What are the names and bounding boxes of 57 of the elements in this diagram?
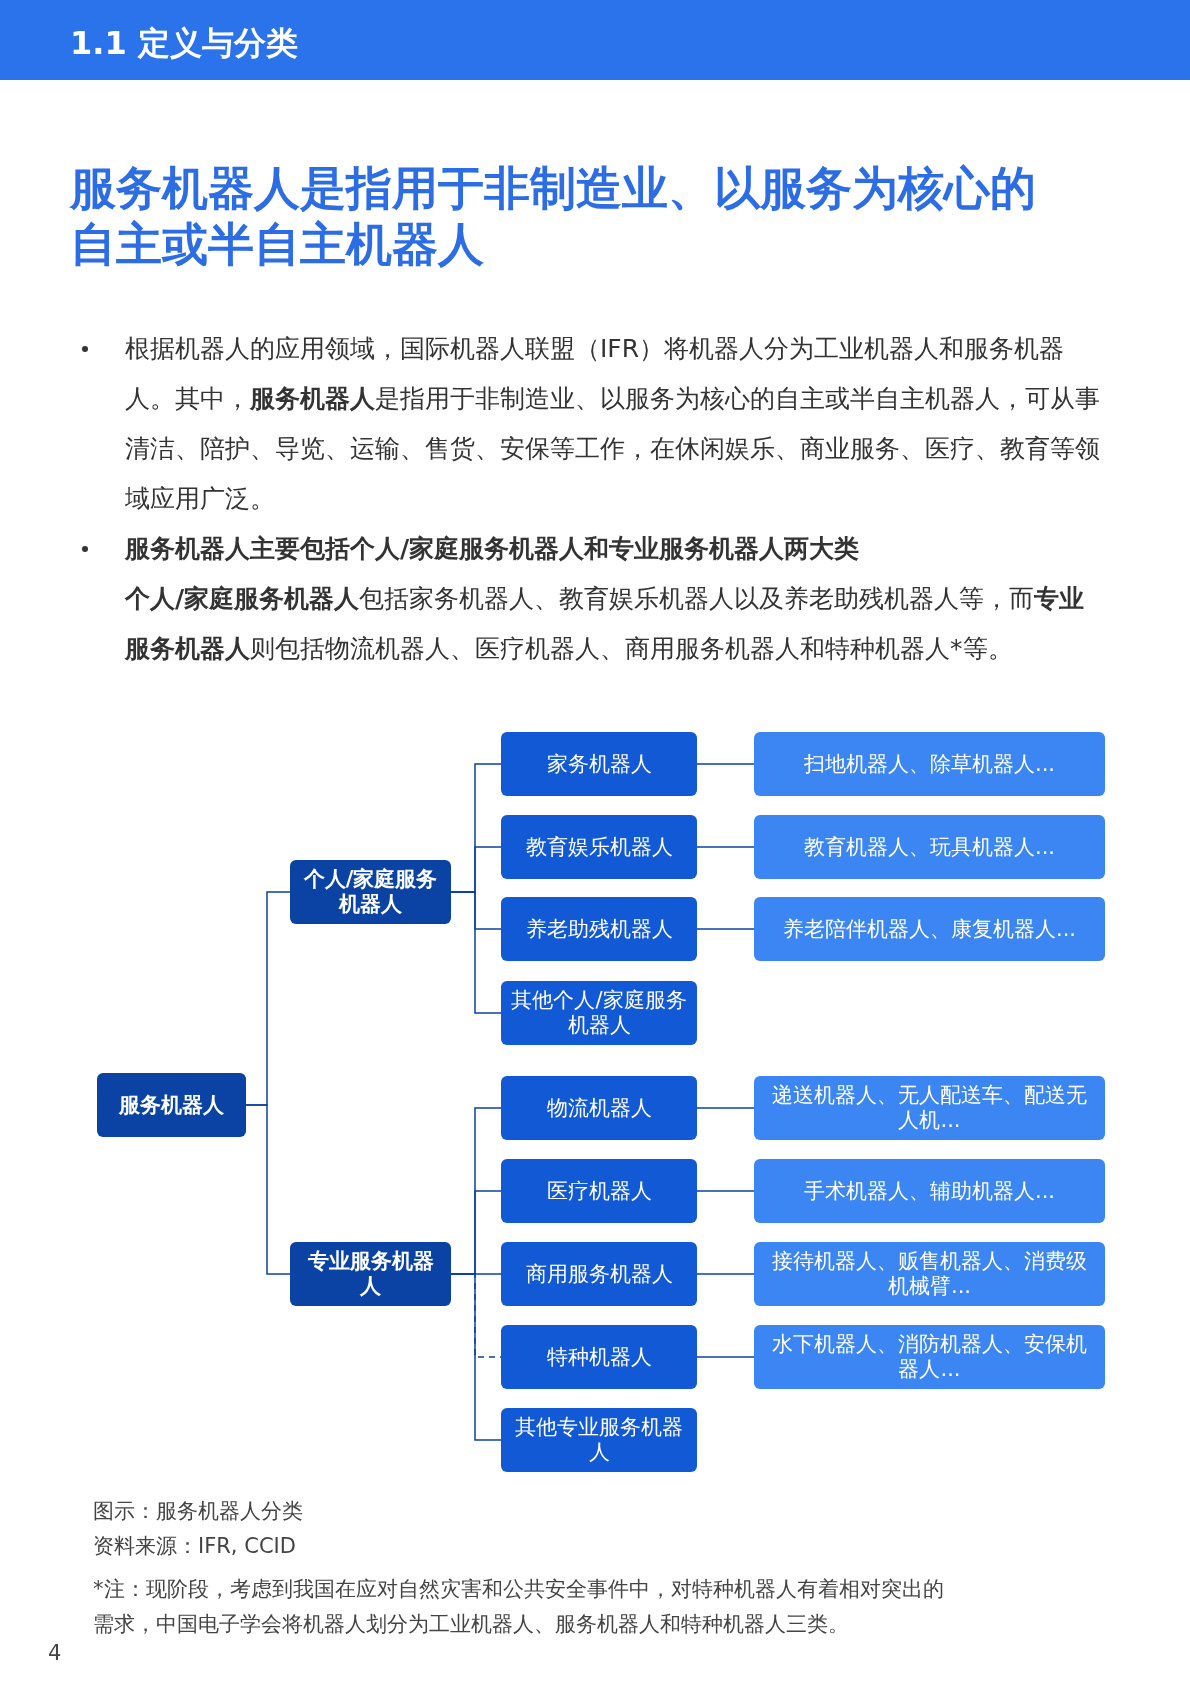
category-box xyxy=(754,732,1105,796)
connector-line xyxy=(696,1273,755,1275)
category-box xyxy=(501,1325,697,1389)
category-box xyxy=(754,1159,1105,1223)
connector-line xyxy=(696,1190,755,1192)
connector-line xyxy=(450,1273,502,1441)
category-box xyxy=(501,1242,697,1306)
category-box xyxy=(501,1408,697,1472)
category-box xyxy=(290,860,451,924)
section-heading: 1.1 定义与分类 xyxy=(70,23,298,64)
category-box xyxy=(754,1076,1105,1140)
source-note: 资料来源：IFR, CCID xyxy=(93,1533,297,1560)
category-box xyxy=(501,897,697,961)
figure-caption: 图示：服务机器人分类 xyxy=(93,1498,304,1525)
node-label: 教育娱乐机器人 xyxy=(525,834,673,860)
paragraph: 根据机器人的应用领域，国际机器人联盟（IFR）将机器人分为工业机器人和服务机器人。其中，服务机器人是指用于非制造业、以服务为核心的自主或半自主机器人，可从事清洁、陪护、导览、运输、售货、安保等工作，在休闲娱乐、商业服务、医疗、教育等领域应用广泛。 xyxy=(125,333,1100,515)
node-label: 其他专业服务机器人 xyxy=(514,1415,684,1465)
node-label: 手术机器人、辅助机器人... xyxy=(804,1178,1055,1204)
paragraph: 个人/家庭服务机器人包括家务机器人、教育娱乐机器人以及养老助残机器人等，而专业服务机器人则包括物流机器人、医疗机器人、商用服务机器人和特种机器人*等。 xyxy=(125,583,1086,665)
node-label: 家务机器人 xyxy=(546,751,652,777)
category-box xyxy=(501,1159,697,1223)
bullet-heading: 服务机器人主要包括个人/家庭服务机器人和专业服务机器人两大类 xyxy=(125,533,861,565)
category-box xyxy=(754,1242,1105,1306)
category-box xyxy=(754,815,1105,879)
category-box xyxy=(754,897,1105,961)
connector-line xyxy=(696,846,755,848)
page-title: 服务机器人是指用于非制造业、以服务为核心的自主或半自主机器人 xyxy=(70,160,1037,272)
node-label: 特种机器人 xyxy=(546,1344,652,1370)
page-number: 4 xyxy=(48,1640,63,1667)
node-label: 扫地机器人、除草机器人... xyxy=(804,751,1055,777)
category-box xyxy=(501,1076,697,1140)
node-label: 专业服务机器人 xyxy=(306,1249,435,1299)
node-label: 物流机器人 xyxy=(546,1095,652,1121)
connector-line xyxy=(450,891,502,1014)
node-label: 个人/家庭服务机器人 xyxy=(302,867,439,917)
category-box xyxy=(290,1242,451,1306)
node-label: 养老助残机器人 xyxy=(525,916,673,942)
node-label: 养老陪伴机器人、康复机器人... xyxy=(783,916,1076,942)
node-label: 其他个人/家庭服务机器人 xyxy=(510,988,688,1038)
connector-line xyxy=(245,1104,291,1275)
connector-line xyxy=(696,763,755,765)
category-box xyxy=(501,981,697,1045)
connector-line xyxy=(696,1107,755,1109)
connector-line xyxy=(696,1356,755,1358)
category-box xyxy=(97,1073,246,1137)
category-box xyxy=(754,1325,1105,1389)
footnote: *注：现阶段，考虑到我国在应对自然灾害和公共安全事件中，对特种机器人有着相对突出的需求，中国电子学会将机器人划分为工业机器人、服务机器人和特种机器人三类。 xyxy=(93,1576,945,1638)
node-label: 接待机器人、贩售机器人、消费级机械臂... xyxy=(771,1249,1088,1299)
category-box xyxy=(501,732,697,796)
node-label: 水下机器人、消防机器人、安保机器人... xyxy=(771,1332,1088,1382)
node-label: 教育机器人、玩具机器人... xyxy=(804,834,1055,860)
category-box xyxy=(501,815,697,879)
node-label: 商用服务机器人 xyxy=(525,1261,673,1287)
node-label: 服务机器人 xyxy=(119,1092,224,1118)
node-label: 递送机器人、无人配送车、配送无人机... xyxy=(771,1083,1088,1133)
node-label: 医疗机器人 xyxy=(546,1178,652,1204)
connector-line xyxy=(696,928,755,930)
